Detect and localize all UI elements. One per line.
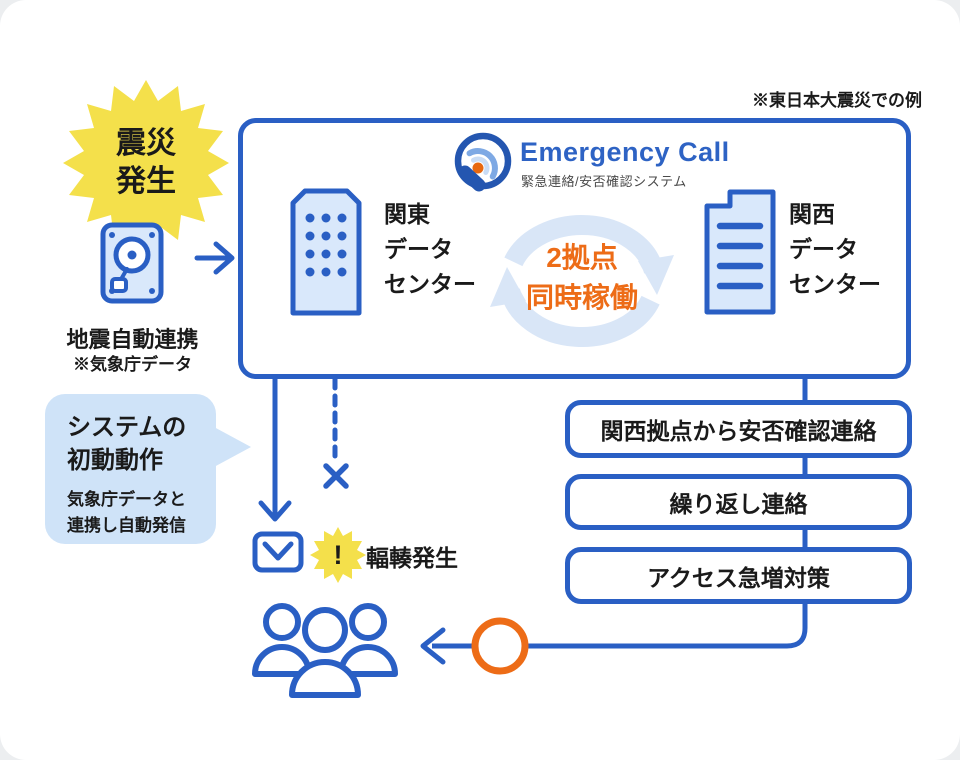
starburst-icon <box>63 80 229 246</box>
earthquake-burst-line1: 震災 <box>116 127 176 161</box>
kanto-dc-label: 関東 データ センター <box>384 197 514 302</box>
bubble-body-line1: 気象庁データと <box>67 490 186 509</box>
people-group-icon <box>252 603 398 698</box>
kanto-dc-line1: 関東 <box>384 201 430 227</box>
step-1-label: 関西拠点から安否確認連絡 <box>600 418 877 444</box>
bubble-body: 気象庁データと 連携し自動発信 <box>67 487 216 539</box>
logo-subtitle: 緊急連絡/安否確認システム <box>521 174 687 189</box>
sync-arrows-icon <box>490 215 674 347</box>
step-3-label: アクセス急増対策 <box>647 564 830 591</box>
kansai-dc-line3: センター <box>789 271 881 297</box>
quake-source-subtitle: ※気象庁データ <box>73 355 192 374</box>
bubble-title-line2: 初動動作 <box>67 447 163 474</box>
kanto-dc-line2: データ <box>384 236 453 262</box>
congestion-label: 輻輳発生 <box>366 545 458 571</box>
step-2-label: 繰り返し連絡 <box>669 491 808 517</box>
speech-bubble-tail <box>214 427 251 467</box>
logo-name: Emergency Call <box>520 137 730 167</box>
kanto-dc-line3: センター <box>384 271 476 297</box>
cycle-label: 2拠点 同時稼働 <box>487 205 677 351</box>
kansai-dc-line2: データ <box>789 236 858 262</box>
alert-burst-icon <box>310 527 366 583</box>
kansai-dc-label: 関西 データ センター <box>789 197 919 302</box>
cycle-line2: 同時稼働 <box>525 282 638 313</box>
building-icon <box>290 188 362 316</box>
flow-arrow-line <box>432 378 808 649</box>
hard-disk-icon <box>100 222 164 304</box>
emergency-call-logo-icon <box>454 132 512 192</box>
document-icon <box>704 189 776 315</box>
x-mark-icon <box>323 463 349 489</box>
earthquake-burst-line2: 発生 <box>116 165 176 198</box>
cycle-line1: 2拠点 <box>546 242 618 274</box>
earthquake-burst-label: 震災 発生 <box>61 78 231 248</box>
step-box-1: 関西拠点から安否確認連絡 <box>565 400 912 458</box>
arrow-right-icon <box>194 241 235 275</box>
down-arrow-icon <box>258 376 292 522</box>
alert-exclamation: ! <box>333 539 343 570</box>
flow-arrowhead-icon <box>420 627 446 665</box>
orange-ring-icon <box>471 617 529 675</box>
step-box-2: 繰り返し連絡 <box>565 474 912 530</box>
envelope-icon <box>252 531 304 573</box>
bubble-title: システムの 初動動作 <box>67 411 216 477</box>
quake-source-title: 地震自動連携 <box>66 327 199 352</box>
bubble-body-line2: 連携し自動発信 <box>67 516 186 535</box>
kansai-dc-line1: 関西 <box>789 201 835 227</box>
example-note: ※東日本大震災での例 <box>752 91 922 110</box>
step-box-3: アクセス急増対策 <box>565 547 912 604</box>
speech-bubble: システムの 初動動作 気象庁データと 連携し自動発信 <box>45 394 216 544</box>
bubble-title-line1: システムの <box>67 414 187 441</box>
